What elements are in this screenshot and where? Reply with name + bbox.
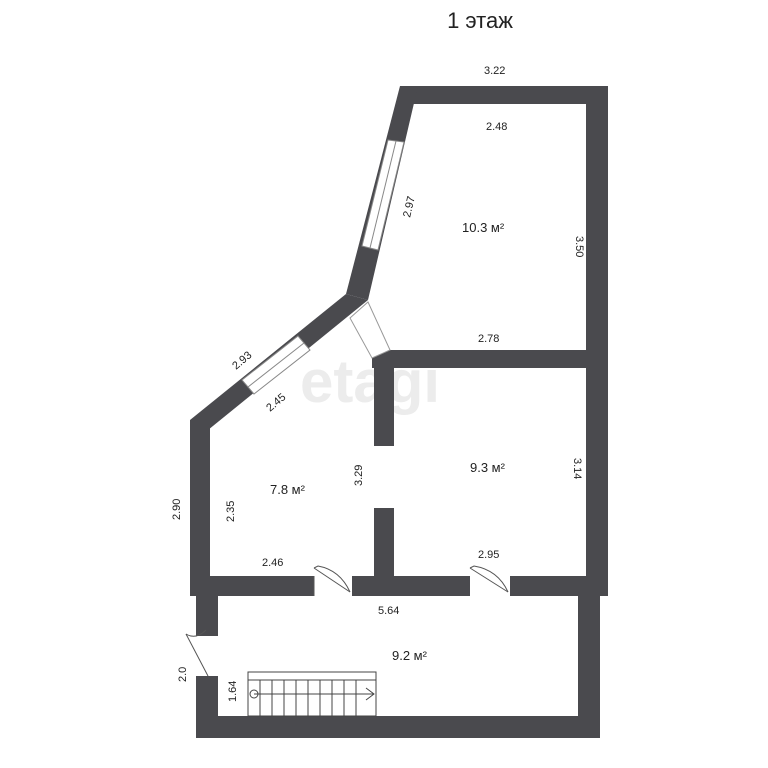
wall-left [190,420,210,596]
wall-bottom [196,716,600,738]
dim-top-inner: 2.48 [486,121,507,133]
wall-bottom-right [578,596,600,738]
doorway-diagonal [349,301,391,359]
window-lower-pane [247,342,305,388]
dim-mid-divider: 2.78 [478,333,499,345]
door-bottom-entrance [185,633,209,677]
room-area-left: 7.8 м² [270,482,306,497]
dim-left-outer: 2.90 [171,499,183,520]
dim-diagonal-lower-outer: 2.93 [230,349,254,372]
dim-mid-room-bottom: 2.95 [478,549,499,561]
wall-horizontal-mid [352,576,470,596]
wall-mid-divider [372,350,608,368]
dim-right-lower: 3.14 [571,458,583,479]
doors [185,565,509,677]
dim-right-upper: 3.50 [573,236,585,257]
wall-top [400,86,608,104]
dim-top-outer: 3.22 [484,65,505,77]
dim-stair-height: 1.64 [227,681,239,702]
dim-left-room-bottom: 2.46 [262,557,283,569]
dim-left-inner: 2.35 [225,501,237,522]
stairs [247,671,377,717]
dim-inner-partition: 3.29 [353,465,365,486]
wall-right [586,86,608,596]
door-mid-room [469,565,509,593]
dim-diagonal-upper: 2.97 [401,195,418,219]
room-area-bottom: 9.2 м² [392,648,428,663]
wall-bottom-left-upper [196,596,218,636]
dim-diagonal-lower-inner: 2.45 [264,391,288,414]
stairs-start-marker [249,689,259,699]
dim-bottom-left-outer: 2.0 [177,667,189,682]
windows [241,139,405,395]
room-area-middle-right: 9.3 м² [470,460,506,475]
wall-partition-upper [374,360,394,446]
window-upper-pane [369,140,397,249]
door-left-room [313,565,351,593]
room-area-top-right: 10.3 м² [462,220,505,235]
wall-horizontal-right [510,576,608,596]
floor-title: 1 этаж [447,8,513,33]
wall-partition-lower [374,508,394,596]
wall-horizontal-left [190,576,314,596]
dim-bottom-room-top: 5.64 [378,605,399,617]
